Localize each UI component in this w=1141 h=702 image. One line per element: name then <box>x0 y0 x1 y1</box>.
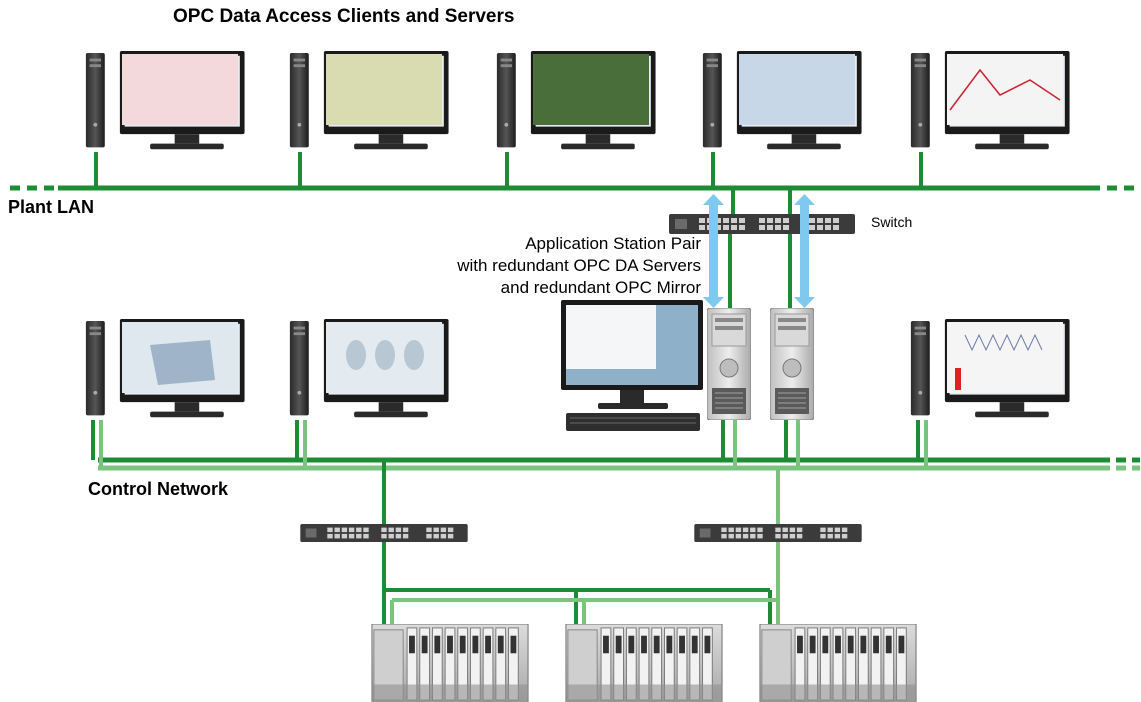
control-switch-secondary <box>694 524 862 542</box>
middle-screen-tints <box>122 322 1063 393</box>
plant-switch <box>669 214 855 234</box>
opc-da-server-secondary <box>770 308 814 420</box>
io-network <box>382 542 780 626</box>
application-station-line-1: Application Station Pair <box>525 234 701 253</box>
switch-uplinks <box>382 460 780 524</box>
application-station-line-3: and redundant OPC Mirror <box>500 278 701 297</box>
switch-label: Switch <box>871 214 913 230</box>
control-network-drops <box>91 420 928 468</box>
plant-lan-drops <box>94 152 923 214</box>
redundancy-arrows <box>703 194 815 308</box>
server-uplinks <box>728 234 792 312</box>
control-network-label: Control Network <box>88 479 229 499</box>
control-switch-primary <box>300 524 468 542</box>
application-station-line-2: with redundant OPC DA Servers <box>457 256 701 275</box>
control-network-bus <box>98 457 1140 471</box>
opc-da-server-primary <box>707 308 751 420</box>
plant-lan-label: Plant LAN <box>8 197 95 217</box>
controller-rack-2 <box>565 624 723 702</box>
application-station-label: Application Station Pair with redundant … <box>457 233 701 299</box>
controller-rack-3 <box>759 624 917 702</box>
top-screen-tints <box>122 54 1063 125</box>
diagram-title: OPC Data Access Clients and Servers <box>173 6 515 27</box>
controller-rack-1 <box>371 624 529 702</box>
application-station-monitor <box>561 300 703 431</box>
